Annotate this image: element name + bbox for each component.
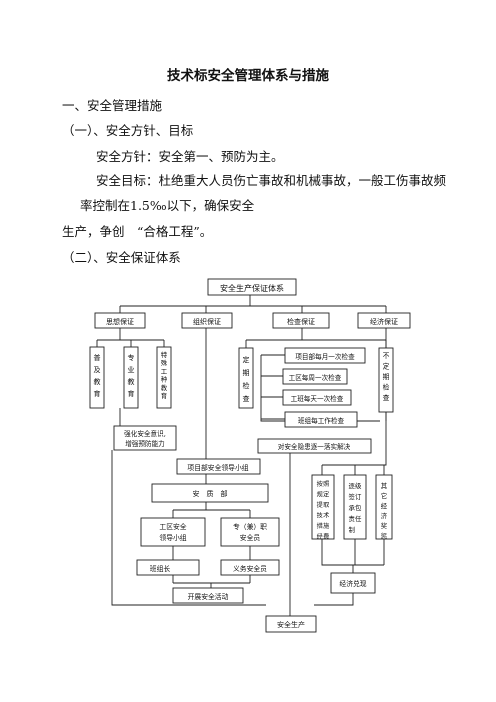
node-economy-label: 经济保证 <box>370 317 398 326</box>
node-safety-officer-line2: 安全员 <box>240 533 261 542</box>
node-work-area-group-line2: 领导小组 <box>159 533 186 542</box>
node-special-education-label: 特殊工种教育 <box>161 350 168 400</box>
node-work-area-group-line1: 工区安全 <box>159 522 186 531</box>
connector-lines <box>96 295 387 616</box>
node-special-education: 特殊工种教育 <box>156 346 172 409</box>
document-title: 技术标安全管理体系与措施 <box>167 68 329 84</box>
node-safety-activities-label: 开展安全活动 <box>188 592 229 601</box>
node-rectify: 对安全隐患逐一落实解决 <box>257 438 372 454</box>
node-awareness-result-line1: 强化安全意识, <box>124 429 166 438</box>
node-responsibility-contract-label: 逐级签订承包责任制 <box>349 481 363 534</box>
node-leading-group: 项目部安全领导小组 <box>176 458 261 475</box>
policy-text: 安全方针：安全第一、预防为主。 <box>96 149 284 164</box>
node-monthly-check: 项目部每月一次检查 <box>284 347 366 364</box>
node-professional-education: 专业教育 <box>123 346 139 409</box>
node-volunteer-officer: 义务安全员 <box>220 559 280 576</box>
node-inspection-label: 检查保证 <box>287 317 315 326</box>
node-rectify-label: 对安全隐患逐一落实解决 <box>278 442 351 451</box>
node-root-label: 安全生产保证体系 <box>220 283 284 293</box>
node-periodic-check-label: 定期检查 <box>243 355 250 403</box>
node-organization-label: 组织保证 <box>193 317 221 326</box>
node-safety-dept-label: 安 质 部 <box>193 489 228 498</box>
node-periodic-check: 定期检查 <box>238 347 254 409</box>
node-safety-activities: 开展安全活动 <box>172 587 244 604</box>
node-work-area-group: 工区安全 领导小组 <box>140 517 206 547</box>
node-other-rewards: 其它经济奖惩 <box>375 474 393 540</box>
node-inspection: 检查保证 <box>272 312 330 329</box>
node-professional-education-label: 专业教育 <box>128 353 135 398</box>
target-text-end: 生产，争创 “合格工程”。 <box>62 224 213 239</box>
node-daily-check-label: 工班每天一次检查 <box>291 394 344 403</box>
node-irregular-check-label: 不定期检查 <box>383 352 390 402</box>
subsection-heading-system: （二）、安全保证体系 <box>62 250 181 265</box>
node-awareness-result: 强化安全意识, 增强预防能力 <box>113 425 177 451</box>
node-popular-education: 普及教育 <box>89 346 105 409</box>
node-root: 安全生产保证体系 <box>207 278 297 296</box>
node-awareness-result-line2: 增强预防能力 <box>125 439 165 448</box>
node-leading-group-label: 项目部安全领导小组 <box>187 463 248 472</box>
node-popular-education-label: 普及教育 <box>94 353 101 398</box>
node-safety-officer: 专（兼）职 安全员 <box>220 517 280 547</box>
target-text-continued: 率控制在1.5‰以下，确保安全 <box>80 198 255 213</box>
node-weekly-check: 工区每周一次检查 <box>282 368 348 385</box>
node-team-leader-label: 班组长 <box>150 564 171 573</box>
node-safety-officer-line1: 专（兼）职 <box>233 522 267 531</box>
target-text: 安全目标：杜绝重大人员伤亡事故和机械事故，一般工伤事故频 <box>96 173 447 188</box>
node-other-rewards-label: 其它经济奖惩 <box>381 482 388 540</box>
node-economy: 经济保证 <box>357 312 411 329</box>
node-awareness: 思想保证 <box>94 312 146 329</box>
node-economic-settlement: 经济兑现 <box>330 572 376 594</box>
node-weekly-check-label: 工区每周一次检查 <box>289 373 342 382</box>
node-technical-funds-label: 按照规定提取技术措施经费 <box>317 480 330 541</box>
node-safe-production-label: 安全生产 <box>277 620 305 629</box>
node-monthly-check-label: 项目部每月一次检查 <box>295 352 355 361</box>
node-organization: 组织保证 <box>181 312 233 329</box>
node-irregular-check: 不定期检查 <box>378 347 394 413</box>
section-heading: 一、安全管理措施 <box>62 98 163 113</box>
node-team-leader: 班组长 <box>136 559 200 576</box>
node-volunteer-officer-label: 义务安全员 <box>233 564 267 573</box>
node-safety-dept: 安 质 部 <box>151 483 269 503</box>
node-responsibility-contract: 逐级签订承包责任制 <box>343 474 367 540</box>
node-awareness-label: 思想保证 <box>106 317 134 326</box>
subsection-heading: （一）、安全方针、目标 <box>62 123 194 138</box>
node-shift-check-label: 班组每工作检查 <box>298 416 345 425</box>
node-safe-production: 安全生产 <box>265 615 317 633</box>
node-shift-check: 班组每工作检查 <box>284 411 358 428</box>
node-economic-settlement-label: 经济兑现 <box>339 579 366 588</box>
node-technical-funds: 按照规定提取技术措施经费 <box>311 474 335 541</box>
node-daily-check: 工班每天一次检查 <box>282 389 352 406</box>
